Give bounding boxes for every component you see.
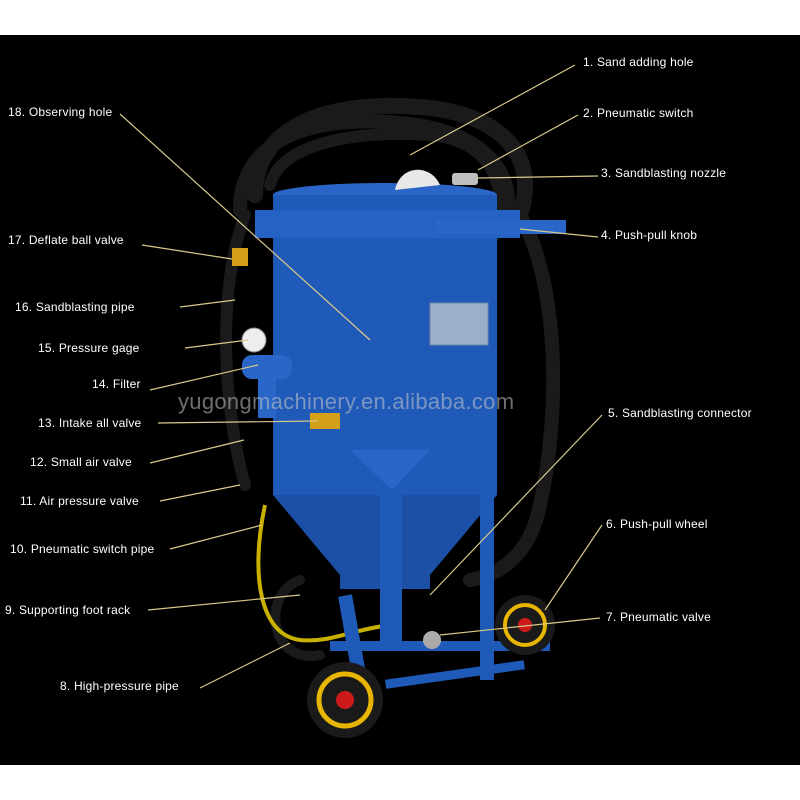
label-pneumatic-switch: 2. Pneumatic switch — [583, 106, 694, 120]
filter — [242, 355, 292, 379]
label-push-pull-wheel: 6. Push-pull wheel — [606, 517, 708, 531]
label-deflate-ball-valve: 17. Deflate ball valve — [8, 233, 124, 247]
pneumatic-valve — [423, 631, 441, 649]
tank — [255, 183, 520, 650]
sandblaster-illustration — [119, 64, 603, 738]
diagram-canvas: yugongmachinery.en.alibaba.com 1. Sand a… — [0, 35, 800, 765]
pressure-gage — [241, 327, 267, 353]
label-sandblasting-connector: 5. Sandblasting connector — [608, 406, 752, 420]
leader-lines — [119, 64, 603, 689]
label-intake-all-valve: 13. Intake all valve — [38, 416, 142, 430]
label-sandblasting-pipe: 16. Sandblasting pipe — [15, 300, 135, 314]
watermark: yugongmachinery.en.alibaba.com — [178, 389, 515, 414]
nozzle — [452, 173, 478, 185]
label-air-pressure-valve: 11. Air pressure valve — [20, 494, 139, 508]
intake-valve — [310, 413, 340, 429]
label-push-pull-knob: 4. Push-pull knob — [601, 228, 698, 242]
label-filter: 14. Filter — [92, 377, 141, 391]
deflate-valve — [232, 248, 248, 266]
wheels — [307, 595, 555, 738]
label-sandblasting-nozzle: 3. Sandblasting nozzle — [601, 166, 727, 180]
cart-frame — [330, 450, 550, 689]
label-pressure-gage: 15. Pressure gage — [38, 341, 140, 355]
label-pneumatic-valve: 7. Pneumatic valve — [606, 610, 711, 624]
label-supporting-foot-rack: 9. Supporting foot rack — [5, 603, 131, 617]
label-high-pressure-pipe: 8. High-pressure pipe — [60, 679, 179, 693]
label-small-air-valve: 12. Small air valve — [30, 455, 132, 469]
label-pneumatic-switch-pipe: 10. Pneumatic switch pipe — [10, 542, 155, 556]
sand-bag — [395, 169, 440, 190]
label-sand-adding-hole: 1. Sand adding hole — [583, 55, 694, 69]
label-observing-hole: 18. Observing hole — [8, 105, 113, 119]
